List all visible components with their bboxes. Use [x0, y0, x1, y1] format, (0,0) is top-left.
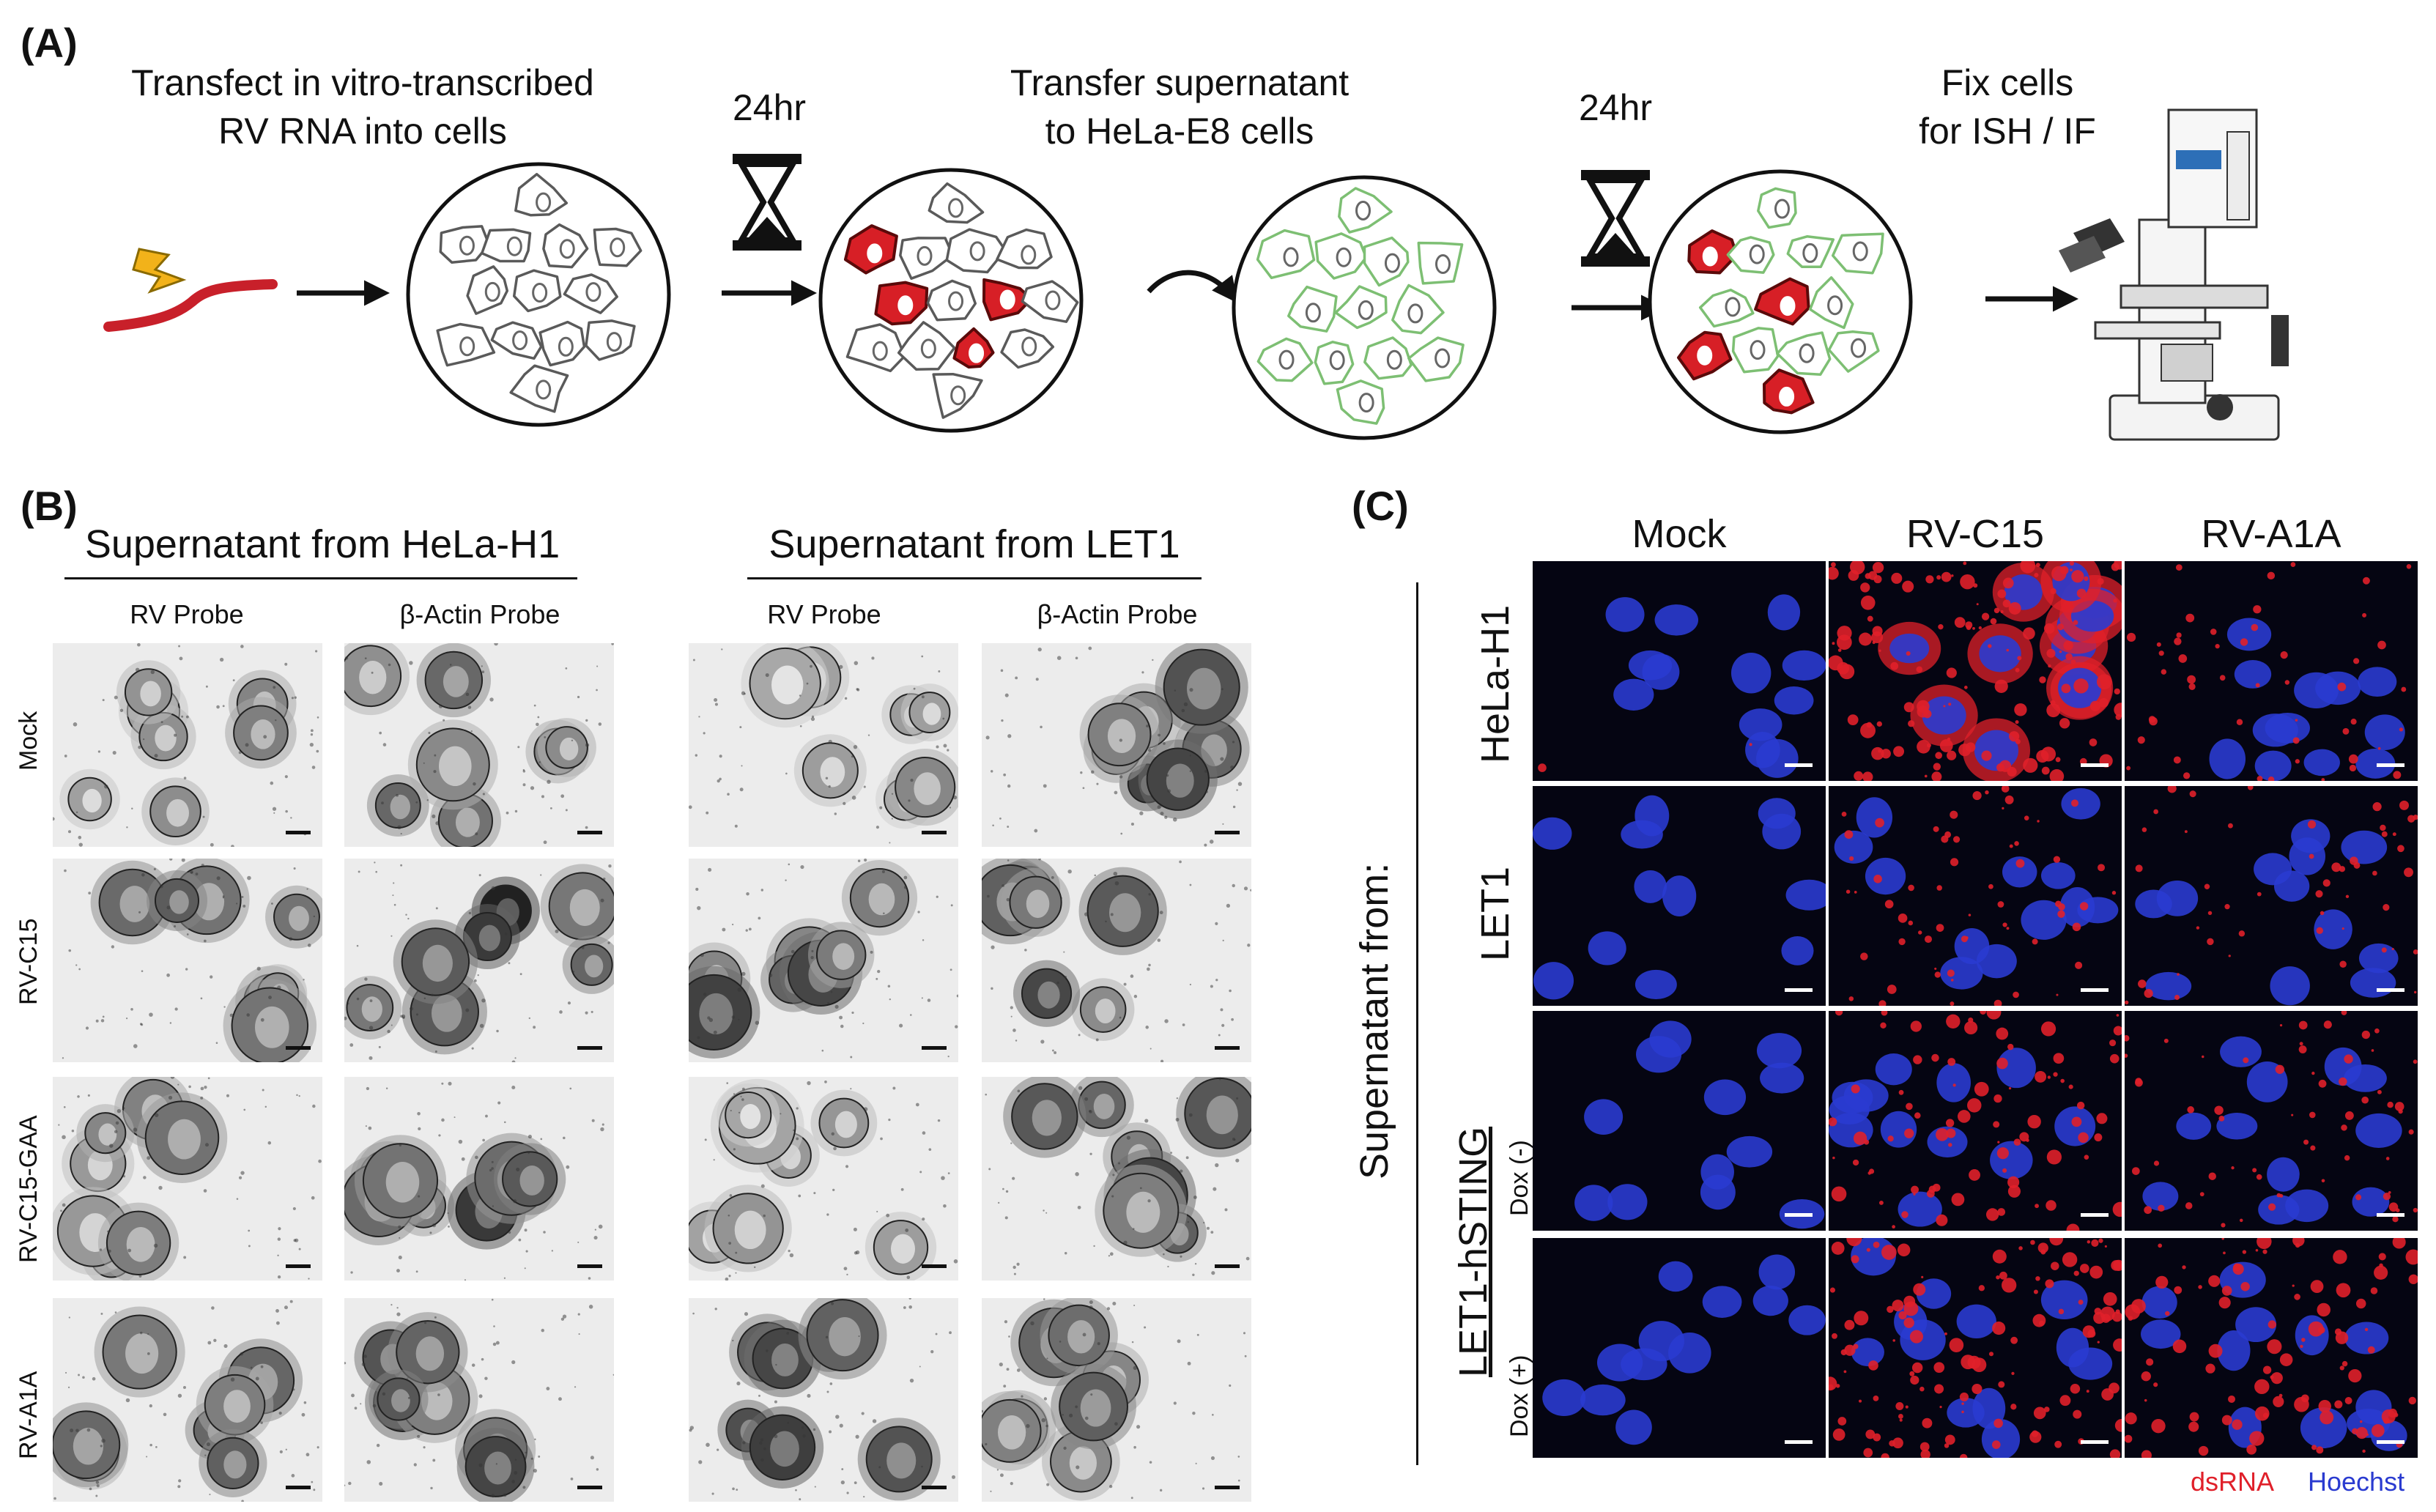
if-tile-r4-c1 — [1533, 1238, 1826, 1458]
cell-dish-hela-e8 — [1232, 175, 1497, 440]
time1-label: 24hr — [732, 87, 807, 128]
ish-tile-r2-c1 — [53, 859, 322, 1062]
ish-tile-r1-c4 — [982, 643, 1251, 847]
ish-tile-r1-c1 — [53, 643, 322, 847]
step2-text: Transfer supernatant to HeLa-E8 cells — [945, 59, 1414, 155]
ish-tile-r4-c4 — [982, 1298, 1251, 1502]
step2-line1: Transfer supernatant — [1010, 62, 1350, 103]
group1-underline — [64, 577, 577, 579]
cell-dish-infected-e8 — [1648, 169, 1913, 434]
hourglass-icon-1 — [733, 154, 801, 251]
if-tile-r1-c3 — [2125, 561, 2418, 781]
if-tile-r2-c2 — [1829, 786, 2122, 1006]
cell-dish-transfected — [406, 162, 671, 427]
ish-tile-r4-c3 — [689, 1298, 958, 1502]
arrow-3-curved — [1147, 270, 1238, 303]
step1-line1: Transfect in vitro-transcribed — [131, 62, 594, 103]
if-tile-r2-c1 — [1533, 786, 1826, 1006]
group2-underline — [747, 577, 1202, 579]
workflow-schematic — [103, 108, 2289, 441]
panel-c-label: (C) — [1352, 483, 1409, 529]
ish-tile-r1-c3 — [689, 643, 958, 847]
if-tile-r3-c2 — [1829, 1011, 2122, 1231]
if-tile-r3-c1 — [1533, 1011, 1826, 1231]
ish-tile-r3-c2 — [344, 1077, 614, 1281]
ish-tile-r4-c2 — [344, 1298, 614, 1502]
row-label-rv-c15: RV-C15 — [15, 918, 42, 1005]
col-header-mock: Mock — [1632, 512, 1727, 556]
panel-a-label: (A) — [21, 20, 78, 66]
row-label-hela-h1: HeLa-H1 — [1473, 604, 1517, 763]
step3-text: Fix cells for ISH / IF — [1876, 59, 2139, 155]
col-header-rv-c15: RV-C15 — [1906, 512, 2045, 556]
step3-line1: Fix cells — [1941, 62, 2074, 103]
row-label-let1: LET1 — [1473, 866, 1517, 961]
legend-hoechst: Hoechst — [2308, 1467, 2405, 1497]
if-tile-r3-c3 — [2125, 1011, 2418, 1231]
probe-header-4: β-Actin Probe — [1037, 599, 1198, 629]
side-label-supernatant: Supernatant from: — [1352, 862, 1396, 1179]
row-label-dox-minus: Dox (-) — [1506, 1140, 1533, 1216]
microscope-icon — [2059, 108, 2289, 441]
step3-line2: for ISH / IF — [1919, 111, 2096, 152]
step2-line2: to HeLa-E8 cells — [1045, 111, 1314, 152]
if-tile-r1-c2 — [1829, 561, 2122, 781]
step1-line2: RV RNA into cells — [218, 111, 507, 152]
step1-text: Transfect in vitro-transcribed RV RNA in… — [73, 59, 652, 155]
row-label-rv-a1a: RV-A1A — [15, 1371, 42, 1459]
probe-header-3: RV Probe — [767, 599, 881, 629]
hourglass-icon-2 — [1581, 170, 1650, 267]
panel-b-group1-header: Supernatant from HeLa-H1 — [84, 522, 560, 566]
probe-header-2: β-Actin Probe — [399, 599, 560, 629]
ish-tile-r1-c2 — [344, 643, 614, 847]
side-bracket-line — [1416, 582, 1418, 1465]
rna-strand-icon — [103, 279, 278, 332]
if-tile-r1-c1 — [1533, 561, 1826, 781]
time2-label: 24hr — [1578, 87, 1653, 128]
ish-tile-r2-c3 — [689, 859, 958, 1062]
probe-header-1: RV Probe — [130, 599, 244, 629]
if-tile-r4-c3 — [2125, 1238, 2418, 1458]
ish-tile-r4-c1 — [53, 1298, 322, 1502]
ish-tile-r3-c3 — [689, 1077, 958, 1281]
legend-dsrna: dsRNA — [2191, 1467, 2275, 1497]
electroporation-bolt-icon — [132, 248, 187, 294]
if-tile-r4-c2 — [1829, 1238, 2122, 1458]
panel-b-label: (B) — [21, 483, 78, 529]
ish-tile-r3-c1 — [53, 1077, 322, 1281]
ish-tile-r3-c4 — [982, 1077, 1251, 1281]
if-tile-r2-c3 — [2125, 786, 2418, 1006]
ish-tile-r2-c4 — [982, 859, 1251, 1062]
cell-dish-infected — [818, 168, 1084, 433]
col-header-rv-a1a: RV-A1A — [2201, 512, 2341, 556]
panel-b-group2-header: Supernatant from LET1 — [769, 522, 1180, 566]
row-label-dox-plus: Dox (+) — [1506, 1354, 1533, 1437]
row-label-let1-hsting: LET1-hSTING — [1451, 1126, 1495, 1377]
row-label-mock: Mock — [15, 711, 42, 771]
ish-tile-r2-c2 — [344, 859, 614, 1062]
row-label-rv-c15-gaa: RV-C15-GAA — [15, 1115, 42, 1263]
